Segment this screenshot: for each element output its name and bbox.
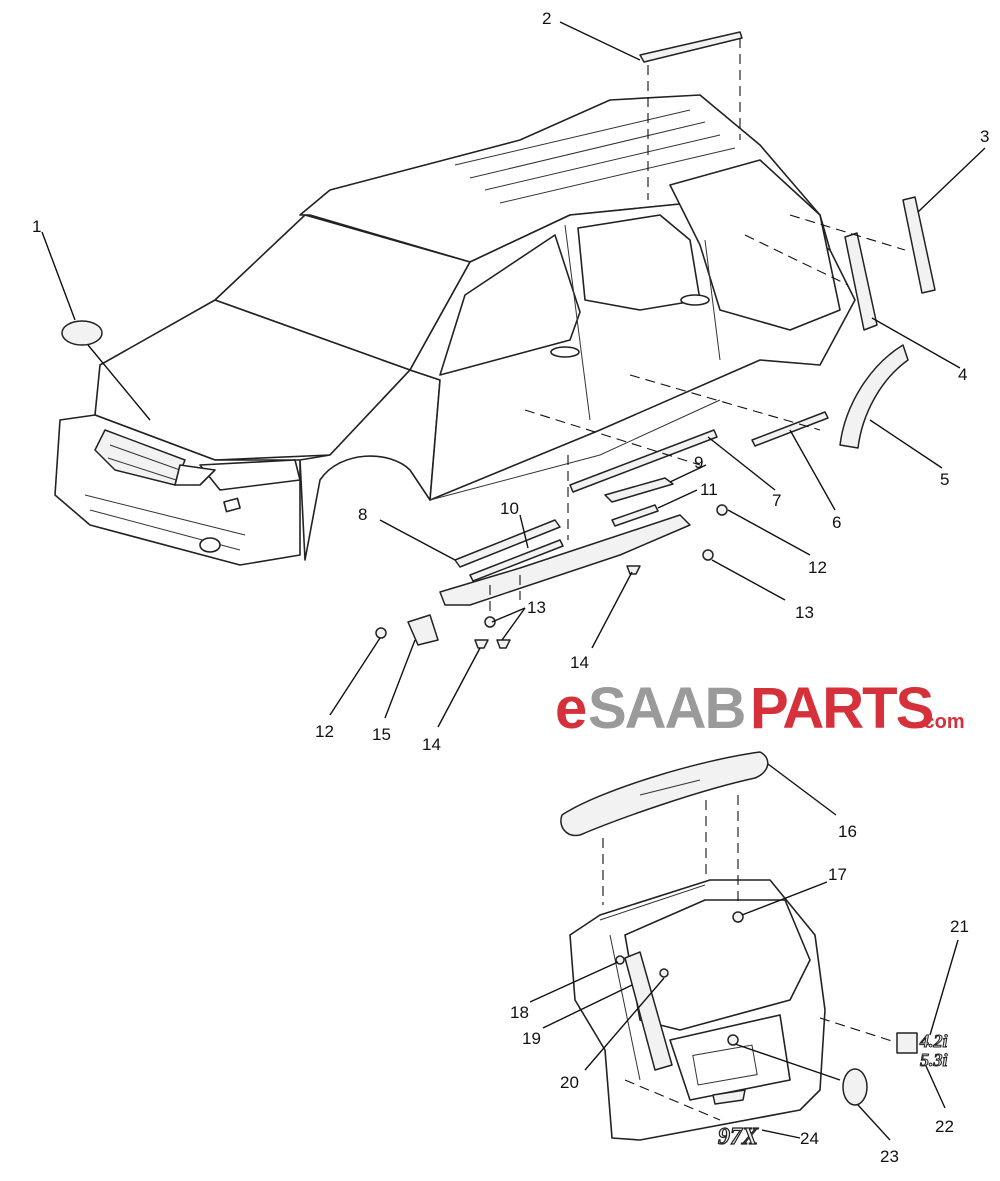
callout-6: 6 bbox=[832, 513, 841, 532]
alignment-lines bbox=[489, 38, 906, 1121]
callout-13-right: 13 bbox=[795, 603, 814, 622]
sill-plate-rear-part bbox=[604, 477, 674, 503]
engine-badge-2: 5.3i bbox=[920, 1050, 948, 1070]
badge-group: 4.2i 5.3i 97X bbox=[717, 1031, 948, 1151]
body-molding-rear-part bbox=[751, 411, 829, 447]
callout-10: 10 bbox=[500, 499, 519, 518]
callout-24: 24 bbox=[800, 1129, 819, 1148]
callout-1: 1 bbox=[32, 217, 41, 236]
leader-lines bbox=[41, 21, 986, 1141]
callout-18: 18 bbox=[510, 1003, 529, 1022]
rocker-bracket-part bbox=[407, 614, 439, 646]
fastener-12b-part bbox=[375, 627, 387, 639]
callout-13-left: 13 bbox=[527, 598, 546, 617]
logo-prefix: e bbox=[555, 676, 586, 741]
pillar-applique-part bbox=[844, 232, 878, 331]
pillar-applique-rear-part bbox=[902, 196, 936, 294]
callout-22: 22 bbox=[935, 1117, 954, 1136]
callout-14-right: 14 bbox=[570, 653, 589, 672]
logo-domain: .com bbox=[918, 711, 965, 733]
clip-14a-part bbox=[626, 565, 641, 575]
side-parts bbox=[61, 31, 936, 649]
callout-8: 8 bbox=[358, 505, 367, 524]
fastener-13a-part bbox=[702, 549, 714, 561]
callout-19: 19 bbox=[522, 1029, 541, 1048]
callout-23: 23 bbox=[880, 1147, 899, 1166]
fastener-13b-part bbox=[484, 616, 496, 628]
callout-12-left: 12 bbox=[315, 722, 334, 741]
callout-3: 3 bbox=[980, 127, 989, 146]
callout-7: 7 bbox=[772, 491, 781, 510]
callout-2: 2 bbox=[542, 9, 551, 28]
rocker-panel-part bbox=[439, 514, 691, 606]
roof-molding-part bbox=[639, 31, 743, 63]
badge-mount-part bbox=[896, 1032, 918, 1054]
vehicle-body bbox=[54, 94, 856, 566]
callout-15: 15 bbox=[372, 725, 391, 744]
door-molding-part bbox=[569, 429, 718, 493]
rear-emblem-part bbox=[842, 1068, 868, 1106]
callout-4: 4 bbox=[958, 365, 967, 384]
logo-middle: SAAB bbox=[588, 676, 744, 741]
callout-11: 11 bbox=[700, 480, 718, 499]
sill-plate-part bbox=[454, 519, 561, 568]
callout-20: 20 bbox=[560, 1073, 579, 1092]
logo-suffix: PARTS bbox=[750, 676, 933, 741]
sill-insert-rear-part bbox=[611, 504, 659, 527]
liftgate bbox=[560, 751, 868, 1141]
engine-badge-1: 4.2i bbox=[919, 1031, 948, 1051]
callout-labels: 1 2 3 4 5 6 7 8 9 10 11 12 12 13 13 14 1… bbox=[32, 9, 989, 1166]
callout-21: 21 bbox=[950, 917, 969, 936]
clip-13c-part bbox=[496, 639, 511, 649]
fastener-17-part bbox=[732, 911, 744, 923]
callout-12-right: 12 bbox=[808, 558, 827, 577]
gate-trim-part bbox=[624, 951, 673, 1071]
sill-insert-part bbox=[469, 539, 564, 582]
front-emblem-part bbox=[61, 320, 103, 346]
fastener-20-part bbox=[659, 968, 669, 978]
wheel-flare-part bbox=[839, 344, 909, 449]
callout-17: 17 bbox=[828, 865, 847, 884]
callout-14-left: 14 bbox=[422, 735, 441, 754]
model-badge: 97X bbox=[718, 1124, 759, 1150]
callout-9: 9 bbox=[694, 453, 703, 472]
callout-5: 5 bbox=[940, 470, 949, 489]
fastener-12a-part bbox=[716, 504, 728, 516]
callout-16: 16 bbox=[838, 822, 857, 841]
fastener-plate-part bbox=[727, 1034, 739, 1046]
spoiler-part bbox=[560, 751, 769, 837]
esaabparts-logo: e SAAB PARTS .com bbox=[555, 676, 965, 741]
clip-14b-part bbox=[474, 639, 489, 649]
